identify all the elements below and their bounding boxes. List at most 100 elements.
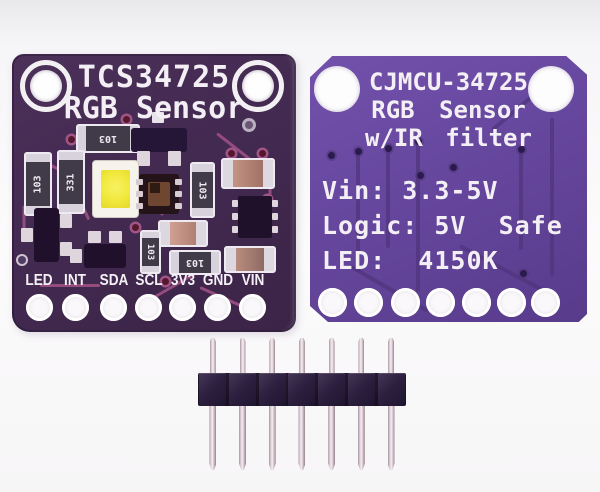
solder-pad bbox=[354, 288, 383, 317]
solder-pad bbox=[62, 294, 89, 321]
solder-pad bbox=[135, 294, 162, 321]
via bbox=[123, 116, 130, 123]
pin-top bbox=[269, 338, 276, 374]
pin-insulator bbox=[318, 373, 346, 406]
transistor-sot23 bbox=[131, 128, 187, 166]
via bbox=[162, 278, 169, 285]
sensor-pin bbox=[175, 203, 182, 209]
resistor-terminal bbox=[171, 252, 179, 273]
ic-leg bbox=[232, 226, 238, 233]
via bbox=[518, 146, 525, 153]
header-pin bbox=[317, 338, 347, 472]
solder-pad bbox=[531, 288, 560, 317]
board-subtitle-2: w/IR filter bbox=[365, 124, 532, 152]
led-phosphor bbox=[101, 170, 130, 208]
ic-leg bbox=[272, 200, 278, 207]
capacitor-terminal bbox=[160, 222, 170, 245]
transistor-leg bbox=[88, 231, 101, 243]
pin-top bbox=[209, 338, 216, 374]
transistor-sot23 bbox=[21, 208, 72, 262]
capacitor-terminal bbox=[196, 222, 206, 245]
pin-bottom bbox=[357, 406, 365, 470]
regulator-ic bbox=[232, 196, 278, 238]
board-subtitle: RGB Sensor bbox=[63, 91, 245, 126]
transistor-leg bbox=[21, 228, 33, 242]
header-pin bbox=[228, 338, 258, 472]
ic-leg bbox=[272, 226, 278, 233]
pin-label-gnd: GND bbox=[202, 272, 234, 289]
via bbox=[328, 152, 335, 159]
hole-bore bbox=[242, 70, 274, 102]
pin-bottom bbox=[209, 406, 217, 470]
transistor-leg bbox=[168, 151, 181, 166]
hole-bore bbox=[30, 70, 62, 102]
pin-insulator bbox=[288, 373, 316, 406]
resistor-marking: 103 bbox=[26, 162, 50, 206]
solder-pad bbox=[100, 294, 127, 321]
resistor-marking: 103 bbox=[192, 172, 213, 208]
mounting-hole bbox=[20, 60, 72, 112]
via bbox=[450, 164, 457, 171]
pcb-trace bbox=[519, 150, 523, 250]
sensor-pin bbox=[136, 191, 143, 197]
capacitor-body bbox=[236, 248, 264, 271]
pcb-trace bbox=[416, 142, 420, 292]
ic-leg bbox=[232, 200, 238, 207]
sensor-pin bbox=[175, 191, 182, 197]
pin-insulator bbox=[258, 373, 286, 406]
pin-insulator bbox=[347, 373, 375, 406]
capacitor-body bbox=[170, 222, 196, 245]
mounting-hole bbox=[528, 66, 574, 112]
resistor-103: 103 bbox=[169, 250, 221, 275]
header-pin bbox=[198, 338, 228, 472]
fiducial-mark bbox=[16, 254, 28, 266]
resistor-103: 103 bbox=[140, 230, 161, 274]
spec-logic: Logic: 5V Safe bbox=[322, 211, 563, 240]
resistor-terminal bbox=[59, 204, 83, 212]
mounting-hole bbox=[314, 66, 360, 112]
pin-bottom bbox=[298, 406, 306, 470]
resistor-terminal bbox=[142, 232, 159, 238]
solder-pad bbox=[426, 288, 455, 317]
board-title: CJMCU-34725 bbox=[369, 68, 528, 96]
via bbox=[68, 136, 75, 143]
header-pin bbox=[376, 338, 406, 472]
ic-leg bbox=[232, 213, 238, 220]
capacitor-terminal bbox=[264, 248, 274, 271]
via bbox=[520, 270, 527, 277]
pin-label-scl: SCL bbox=[135, 272, 163, 289]
via bbox=[259, 150, 266, 157]
pin-bottom bbox=[328, 406, 336, 470]
sensor-pin bbox=[175, 179, 182, 185]
pin-bottom bbox=[268, 406, 276, 470]
pin-insulator bbox=[377, 373, 405, 406]
board-subtitle: RGB Sensor bbox=[371, 96, 526, 124]
via bbox=[417, 172, 424, 179]
pcb-trace bbox=[550, 118, 554, 276]
resistor-331: 331 bbox=[57, 150, 85, 214]
resistor-terminal bbox=[192, 164, 213, 172]
transistor-leg bbox=[109, 231, 122, 243]
capacitor-body bbox=[233, 160, 263, 187]
pin-top bbox=[239, 338, 246, 374]
capacitor-terminal bbox=[263, 160, 273, 187]
mounting-hole bbox=[232, 60, 284, 112]
board-title: TCS34725 bbox=[77, 60, 231, 95]
pin-bottom bbox=[239, 406, 247, 470]
tcs34725-sensor-chip bbox=[136, 174, 182, 214]
solder-pad bbox=[318, 288, 347, 317]
pcb-trace bbox=[40, 284, 100, 287]
pin-label-3v3: 3V3 bbox=[170, 272, 196, 289]
via bbox=[228, 150, 235, 157]
pin-label-sda: SDA bbox=[99, 272, 129, 289]
resistor-terminal bbox=[192, 208, 213, 216]
resistor-marking: 103 bbox=[179, 252, 211, 273]
pin-bottom bbox=[387, 406, 395, 470]
spec-vin: Vin: 3.3-5V bbox=[322, 176, 499, 205]
resistor-103: 103 bbox=[24, 152, 52, 216]
resistor-marking: 103 bbox=[86, 126, 130, 151]
solder-pad bbox=[391, 288, 420, 317]
header-pin bbox=[347, 338, 377, 472]
transistor-leg bbox=[60, 214, 72, 228]
